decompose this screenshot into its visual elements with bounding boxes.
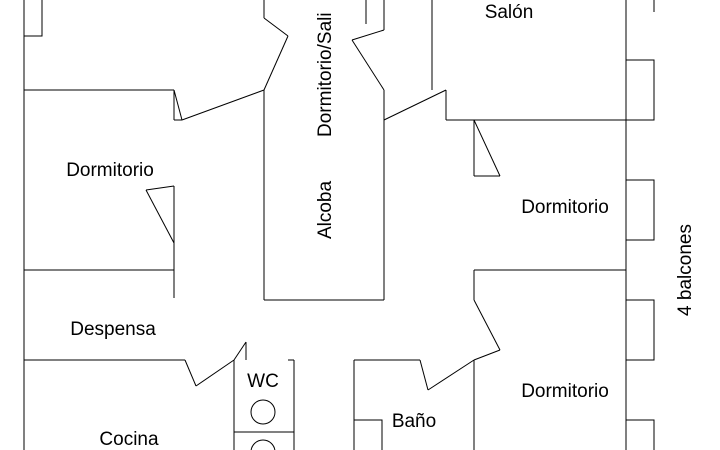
- label-alcoba: Alcoba: [315, 181, 336, 240]
- door-leaf-dormitorio-right-lower: [473, 299, 501, 351]
- label-salon: Salón: [485, 2, 534, 23]
- door-leaf-top-center-left: [263, 17, 289, 37]
- bano-fixture: [354, 419, 383, 450]
- balcony-1: [626, 59, 655, 121]
- bidet-bowl: [250, 439, 276, 450]
- balcony-4: [626, 419, 655, 450]
- label-balcones: 4 balcones: [675, 224, 696, 316]
- door-leaf-top-center-right: [351, 29, 385, 41]
- top-left-notch: [24, 0, 43, 37]
- door-leaf-dormitorio-right-upper: [473, 119, 501, 177]
- door-leaf-top-center-left-b: [263, 35, 289, 91]
- door-leaf-wc: [233, 341, 247, 361]
- balcony-2: [626, 179, 655, 241]
- door-leaf-despensa-cocina-b: [195, 359, 235, 387]
- label-dormitorio-salita: Dormitorio/Sali: [315, 12, 336, 137]
- label-dormitorio-right-lower: Dormitorio: [521, 381, 609, 402]
- label-dormitorio-right-upper: Dormitorio: [521, 197, 609, 218]
- door-leaf-dormitorio-hinge: [173, 89, 183, 121]
- door-leaf-dormitorio-upper: [181, 89, 265, 121]
- label-wc: WC: [247, 371, 279, 392]
- label-cocina: Cocina: [99, 429, 159, 450]
- balcony-3: [626, 299, 655, 361]
- door-leaf-dormitorio-right-lower-b: [473, 349, 501, 361]
- door-leaf-bano-b: [427, 359, 475, 391]
- door-leaf-bano: [419, 359, 429, 391]
- toilet-bowl: [250, 399, 276, 425]
- door-leaf-dormitorio-lower-b: [145, 185, 175, 191]
- door-leaf-dormitorio-lower: [145, 189, 175, 244]
- door-leaf-despensa-cocina: [184, 359, 197, 387]
- door-leaf-corridor-right: [383, 89, 447, 121]
- label-dormitorio-left: Dormitorio: [66, 160, 154, 181]
- label-bano: Baño: [392, 411, 436, 432]
- label-despensa: Despensa: [70, 319, 156, 340]
- door-leaf-top-center-right-b: [351, 39, 385, 91]
